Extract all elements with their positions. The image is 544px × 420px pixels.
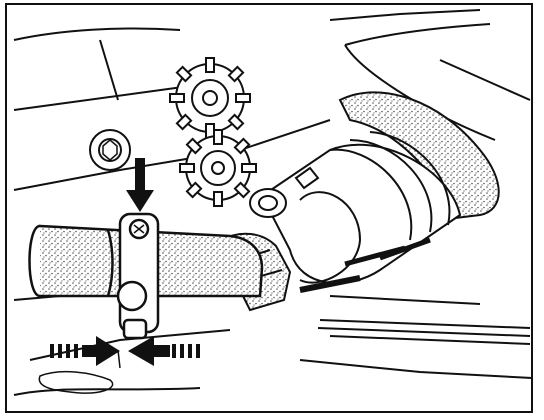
impeller-gear-lower	[179, 129, 257, 207]
bolt-head	[89, 129, 131, 171]
arrow-right	[50, 336, 120, 366]
impeller-gear-upper	[169, 57, 251, 139]
puddle	[38, 349, 121, 394]
cylinder-housing	[260, 91, 500, 293]
arrow-left	[128, 336, 200, 366]
cylinder-nozzle	[249, 188, 287, 218]
arrow-down	[126, 158, 154, 212]
hose-clamp	[116, 212, 160, 340]
